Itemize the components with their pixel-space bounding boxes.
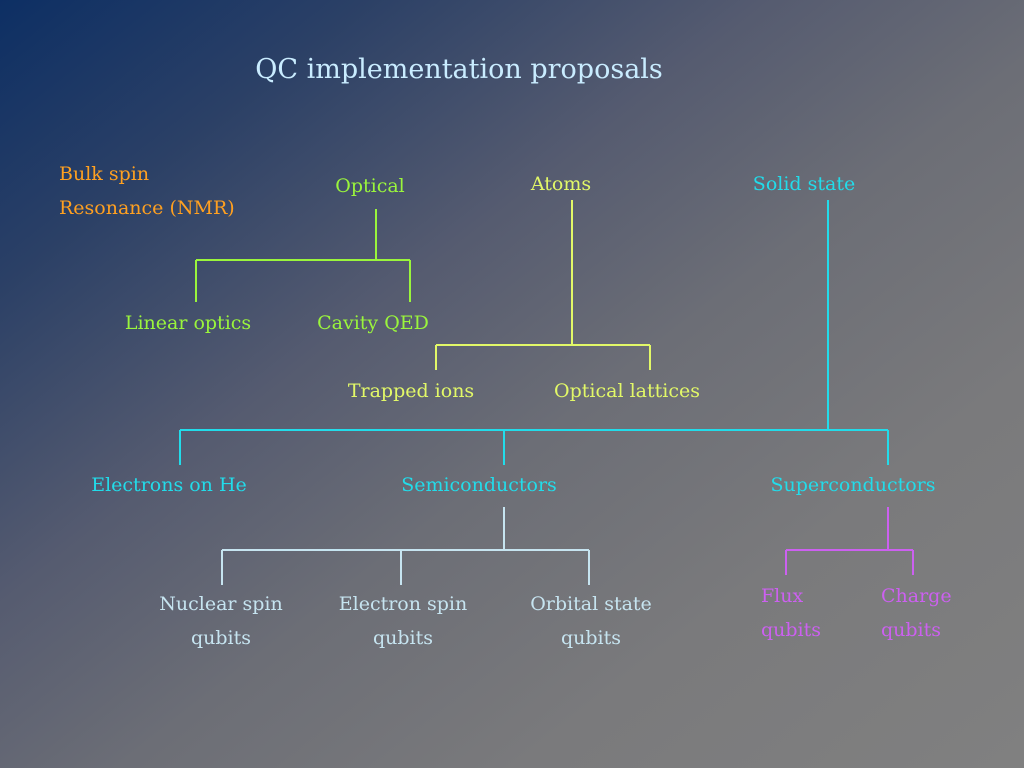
semiconductors-connector	[221, 507, 590, 585]
node-optical-lattices: Optical lattices	[554, 380, 700, 402]
node-nmr-line2: Resonance (NMR)	[59, 197, 235, 219]
node-electron-spin-line1: Electron spin	[338, 593, 468, 615]
node-trapped-ions: Trapped ions	[347, 380, 475, 402]
node-nmr: Bulk spin Resonance (NMR)	[59, 157, 235, 225]
node-solid-state: Solid state	[752, 173, 856, 195]
superconductors-connector	[785, 507, 914, 575]
node-orbital-state: Orbital state qubits	[530, 587, 652, 655]
node-optical: Optical	[335, 175, 405, 197]
slide-title: QC implementation proposals	[255, 54, 663, 85]
node-cavity-qed: Cavity QED	[317, 312, 429, 334]
node-flux-line1: Flux	[761, 585, 804, 607]
node-flux: Flux qubits	[761, 579, 821, 647]
node-semiconductors: Semiconductors	[401, 474, 557, 496]
node-linear-optics: Linear optics	[124, 312, 252, 334]
optical-connector	[195, 209, 411, 302]
node-charge-line2: qubits	[881, 619, 942, 641]
node-nmr-line1: Bulk spin	[59, 163, 150, 185]
node-nuclear-spin-line2: qubits	[190, 627, 252, 649]
node-charge-line1: Charge	[881, 585, 952, 607]
node-orbital-state-line2: qubits	[560, 627, 622, 649]
node-nuclear-spin-line1: Nuclear spin	[159, 593, 283, 615]
node-electron-spin: Electron spin qubits	[339, 587, 468, 655]
atoms-connector	[435, 200, 651, 370]
node-electron-spin-line2: qubits	[372, 627, 434, 649]
solid-state-connector	[179, 200, 889, 465]
node-electrons-on-he: Electrons on He	[91, 474, 247, 496]
node-orbital-state-line1: Orbital state	[530, 593, 652, 615]
node-atoms: Atoms	[530, 173, 592, 195]
node-superconductors: Superconductors	[770, 474, 936, 496]
node-nuclear-spin: Nuclear spin qubits	[159, 587, 283, 655]
node-charge: Charge qubits	[881, 579, 952, 647]
node-flux-line2: qubits	[761, 619, 822, 641]
